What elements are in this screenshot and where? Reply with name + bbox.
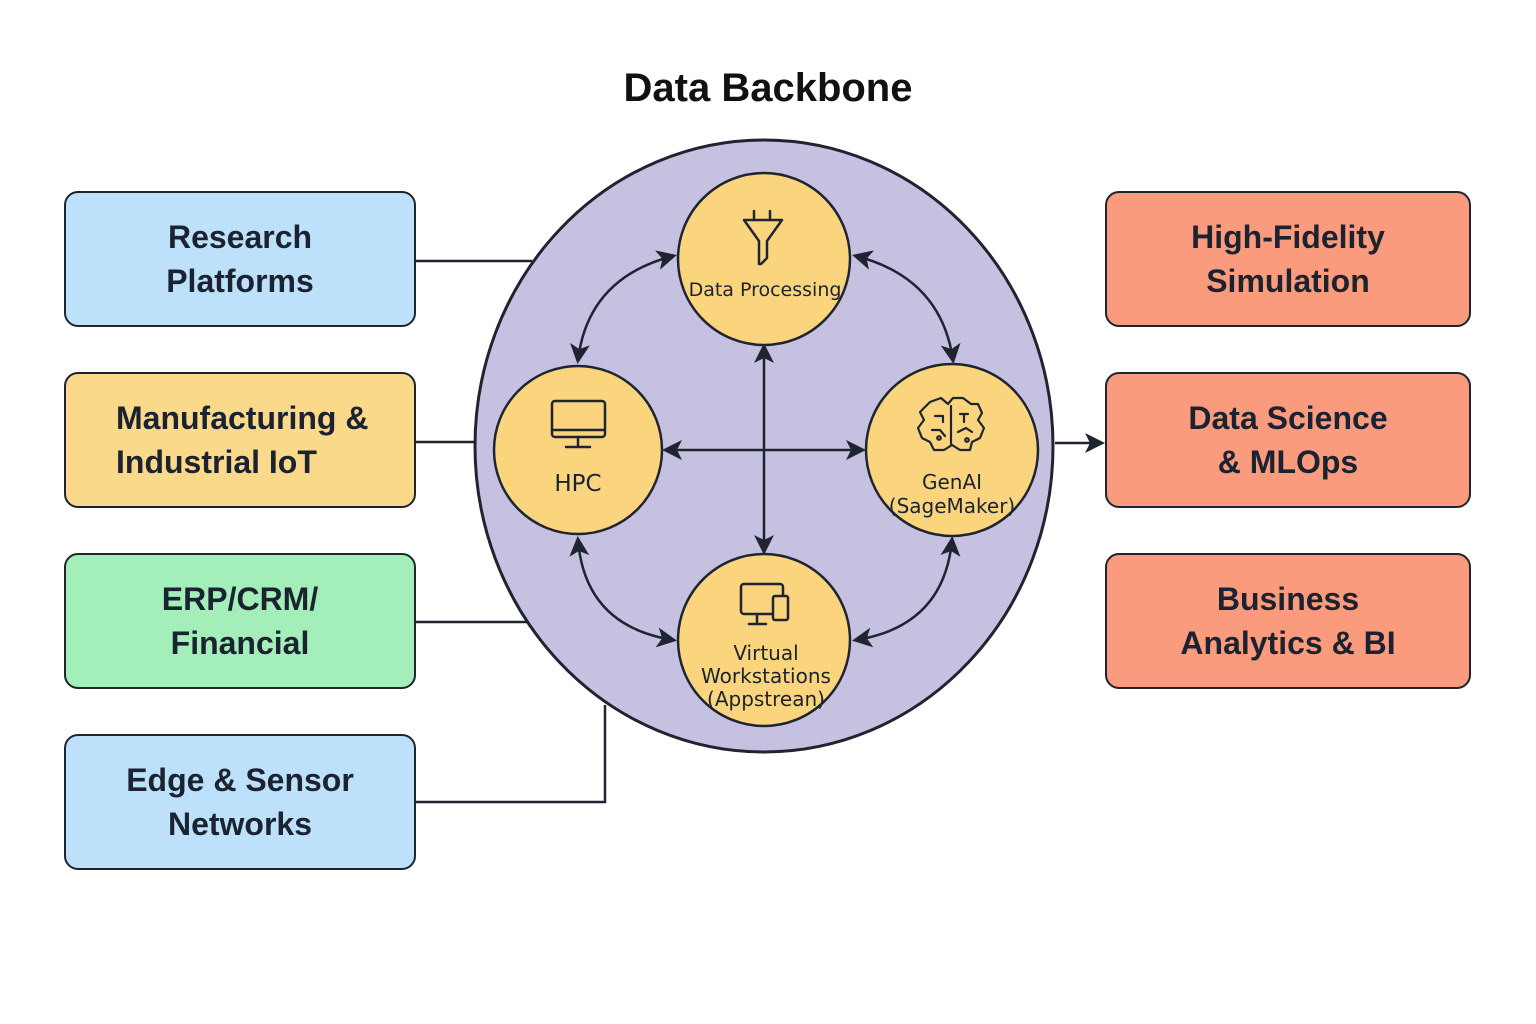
box-label-line: Networks	[167, 806, 313, 842]
arrow-dp-hpc	[570, 250, 677, 364]
node-hpc	[492, 364, 664, 536]
circuit-brain-icon	[916, 396, 986, 452]
monitor-icon	[550, 399, 607, 449]
box-label-line: Analytics & BI	[1180, 625, 1396, 661]
output-data-science-mlops: Data Science & MLOps	[1105, 372, 1471, 508]
source-erp-crm-financial: ERP/CRM/ Financial	[64, 553, 416, 689]
node-virtual-workstations	[676, 552, 852, 728]
node-data-processing	[676, 171, 852, 347]
node-label-hpc: HPC	[495, 471, 661, 497]
node-label-genai: GenAI (SageMaker)	[866, 470, 1038, 518]
node-label-line: Data Processing	[688, 279, 842, 301]
source-edge-sensor-networks: Edge & Sensor Networks	[64, 734, 416, 870]
node-label-line: Virtual	[733, 641, 799, 665]
arrow-genai-vw	[852, 536, 961, 648]
arrow-hpc-vw	[569, 536, 677, 648]
box-label-line: Financial	[170, 625, 310, 661]
box-label-line: Industrial IoT	[116, 444, 317, 480]
box-label-line: Edge & Sensor	[126, 762, 354, 798]
node-label-line: Workstations	[701, 664, 831, 688]
node-label-line: HPC	[554, 471, 602, 497]
diagram-title: Data Backbone	[623, 66, 913, 110]
box-label-line: Business	[1216, 581, 1360, 617]
source-research-platforms: Research Platforms	[64, 191, 416, 327]
connector-edge	[416, 705, 607, 804]
node-label-line: (SageMaker)	[888, 494, 1016, 518]
box-label-line: Manufacturing &	[116, 400, 369, 436]
funnel-icon	[742, 209, 784, 266]
output-business-analytics-bi: Business Analytics & BI	[1105, 553, 1471, 689]
source-manufacturing-iot: Manufacturing & Industrial IoT	[64, 372, 416, 508]
node-genai	[864, 362, 1040, 538]
node-label-data-processing: Data Processing	[680, 279, 850, 301]
box-label-line: Data Science	[1188, 400, 1388, 436]
box-label-line: ERP/CRM/	[161, 581, 319, 617]
node-label-virtual-workstations: Virtual Workstations (Appstrean)	[680, 642, 852, 711]
box-label-line: Platforms	[166, 263, 314, 299]
arrow-dp-genai	[852, 250, 961, 364]
devices-icon	[739, 582, 790, 626]
output-high-fidelity-simulation: High-Fidelity Simulation	[1105, 191, 1471, 327]
box-label-line: Simulation	[1206, 263, 1370, 299]
box-label-line: High-Fidelity	[1191, 219, 1385, 255]
box-label-line: & MLOps	[1217, 444, 1359, 480]
node-label-line: (Appstrean)	[707, 687, 825, 711]
box-label-line: Research	[167, 219, 313, 255]
node-label-line: GenAI	[921, 470, 983, 494]
